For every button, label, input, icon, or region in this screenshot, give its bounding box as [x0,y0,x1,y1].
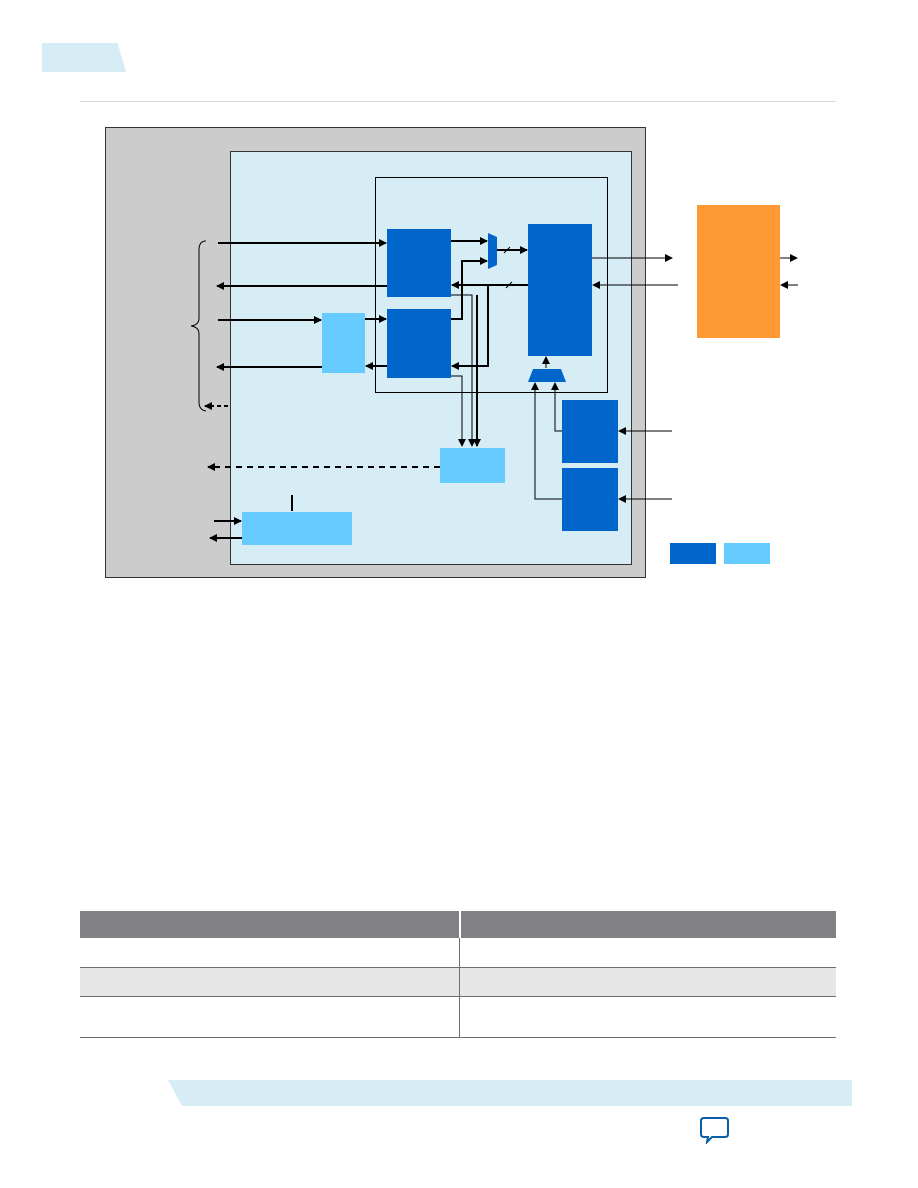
table-cell [80,968,459,996]
header-tab [42,43,126,72]
speech-bubble-icon[interactable] [700,1116,730,1144]
light-block-left [322,313,365,373]
mux-bottom [528,369,566,382]
table-header-row [80,911,836,938]
dark-block-right-1 [562,400,618,463]
header-rule [80,101,836,102]
table-cell [80,938,459,967]
table-header-cell [459,911,836,938]
external-block [697,205,780,338]
table-row [80,968,836,997]
block-diagram [105,127,798,578]
light-block-lower [440,448,505,483]
table-cell [459,997,836,1037]
footer-band [168,1080,852,1106]
light-block-bottom [242,512,352,545]
table-row [80,997,836,1038]
table-cell [80,997,459,1037]
thin-signal-lines [190,240,798,503]
data-table [80,911,836,1038]
mux-top [488,233,497,269]
dark-block-b [387,309,451,378]
table-cell [459,938,836,967]
legend-swatch-soft-logic [724,543,770,564]
table-cell [459,968,836,996]
dark-block-main [528,224,592,356]
table-header-cell [80,911,459,938]
legend-swatch-hard-ip [670,543,716,564]
dark-block-right-2 [562,468,618,531]
dark-block-a [387,229,451,297]
table-row [80,938,836,968]
signal-arrows [204,237,528,542]
